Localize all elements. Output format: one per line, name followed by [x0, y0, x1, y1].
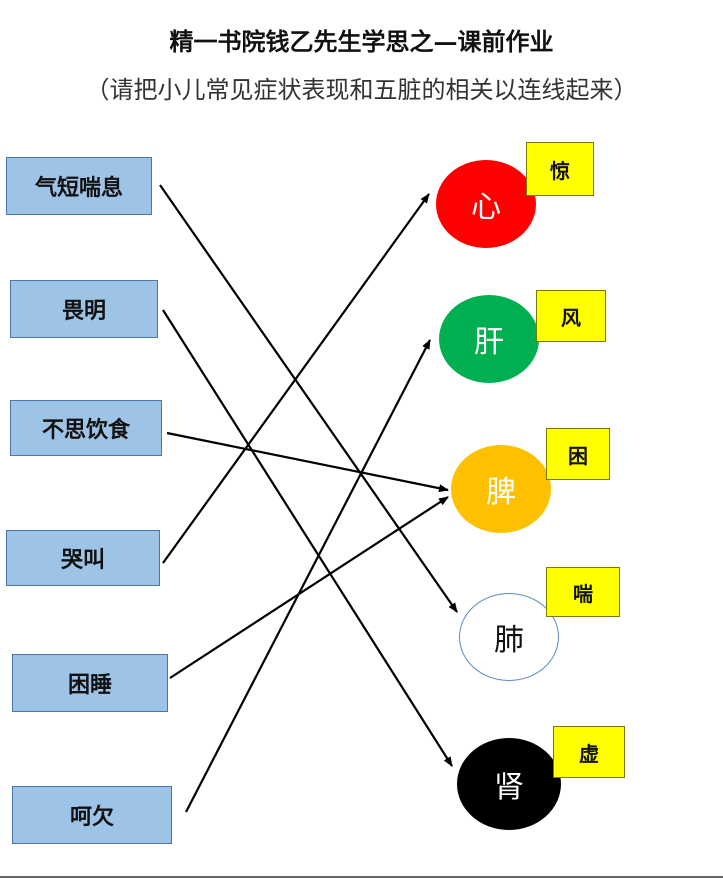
connection-line-1 [159, 184, 458, 613]
organ-circle-1: 心 [436, 160, 536, 248]
organ-tag-1: 惊 [526, 142, 594, 196]
bottom-divider [0, 876, 723, 878]
organ-tag-2: 风 [536, 290, 606, 342]
symptom-box-6: 呵欠 [12, 786, 172, 844]
connection-line-3 [166, 431, 449, 493]
symptom-box-2: 畏明 [10, 280, 158, 338]
organ-circle-3: 脾 [451, 445, 551, 533]
organ-tag-3: 困 [546, 428, 610, 480]
symptom-box-3: 不思饮食 [10, 400, 162, 456]
organ-circle-5: 肾 [457, 738, 561, 830]
organ-circle-4: 肺 [459, 593, 559, 681]
organ-tag-4: 喘 [546, 567, 620, 617]
symptom-box-1: 气短喘息 [6, 157, 152, 215]
connection-line-6 [185, 339, 431, 813]
organ-circle-2: 肝 [439, 295, 539, 383]
page-subtitle: （请把小儿常见症状表现和五脏的相关以连线起来） [85, 76, 638, 104]
connection-line-2 [162, 309, 453, 767]
connection-line-4 [162, 193, 430, 564]
symptom-box-4: 哭叫 [6, 530, 160, 586]
connection-line-5 [169, 496, 449, 679]
organ-tag-5: 虚 [553, 726, 625, 778]
page-title: 精一书院钱乙先生学思之—课前作业 [169, 27, 554, 56]
symptom-box-5: 困睡 [12, 654, 168, 712]
